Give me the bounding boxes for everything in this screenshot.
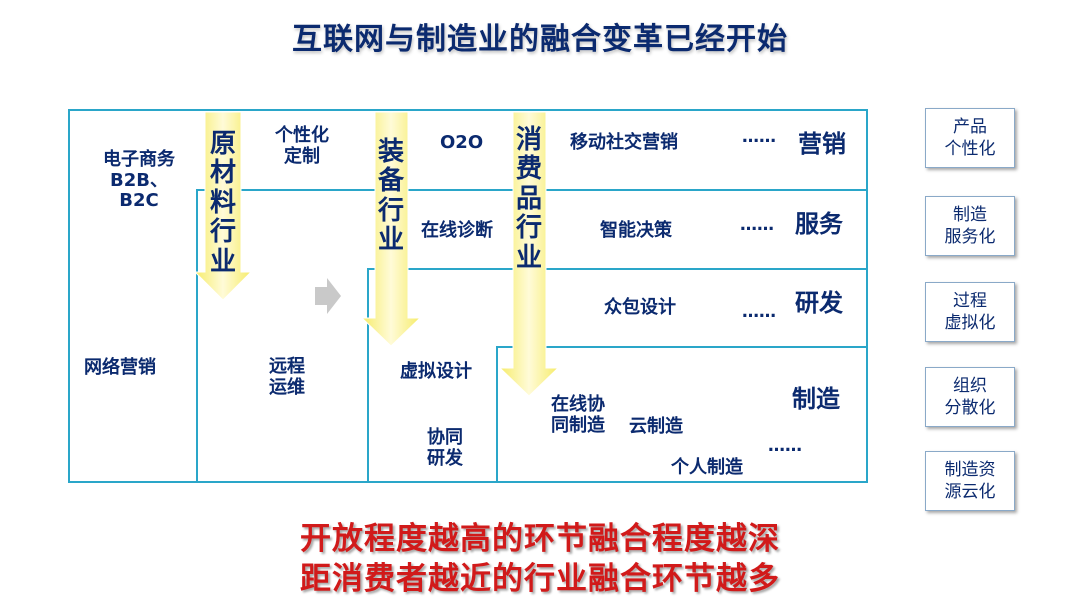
- raw-materials-region: [196, 189, 867, 482]
- page-title: 互联网与制造业的融合变革已经开始: [292, 22, 788, 57]
- network-marketing-label: 网络营销: [84, 357, 156, 378]
- grey-arrow: [315, 278, 341, 314]
- conclusion-line-2: 距消费者越近的行业融合环节越多: [300, 561, 780, 597]
- arrow-equipment: [360, 111, 422, 347]
- o2o-label: O2O: [440, 132, 484, 153]
- smart-decision-label: 智能决策: [600, 220, 672, 241]
- personal-manufacturing-label: 个人制造: [671, 457, 743, 478]
- conclusion-line-1: 开放程度越高的环节融合程度越深: [300, 521, 780, 557]
- arrow-label-consumer-goods: 消费品行业: [515, 125, 542, 273]
- ellipsis-rd: ……: [742, 302, 776, 322]
- trend-box-resource-cloudification: 制造资源云化: [925, 451, 1015, 511]
- row-label-manufacturing: 制造: [792, 385, 840, 413]
- mobile-social-marketing-label: 移动社交营销: [570, 132, 678, 153]
- personalized-customization-label: 个性化 定制: [275, 125, 329, 167]
- trend-box-process-virtualization: 过程虚拟化: [925, 282, 1015, 342]
- trend-box-manufacturing-servitization: 制造服务化: [925, 196, 1015, 256]
- row-label-marketing: 营销: [798, 130, 846, 158]
- outer-frame: [68, 109, 868, 483]
- collaborative-rd-label: 协同 研发: [427, 427, 463, 469]
- arrow-label-raw-materials: 原材料行业: [209, 129, 236, 277]
- equipment-region: [367, 268, 867, 482]
- cloud-manufacturing-label: 云制造: [629, 416, 683, 437]
- ellipsis-manufacturing: ……: [768, 436, 802, 456]
- online-collaborative-manufacturing-label: 在线协 同制造: [551, 394, 605, 436]
- remote-maintenance-label: 远程 运维: [269, 356, 305, 398]
- arrow-consumer-goods: [498, 111, 560, 397]
- row-label-service: 服务: [795, 210, 843, 238]
- trend-box-organization-decentralization: 组织分散化: [925, 367, 1015, 427]
- trend-box-product-personalization: 产品个性化: [925, 108, 1015, 168]
- crowdsourcing-design-label: 众包设计: [604, 297, 676, 318]
- online-diagnosis-label: 在线诊断: [421, 220, 493, 241]
- ecommerce-label: 电子商务 B2B、 B2C: [103, 149, 175, 212]
- ellipsis-marketing: ……: [742, 127, 776, 147]
- consumer-goods-region: [496, 346, 867, 482]
- arrow-label-equipment: 装备行业: [377, 137, 404, 256]
- ellipsis-service: ……: [740, 215, 774, 235]
- row-label-rd: 研发: [795, 289, 843, 317]
- arrow-raw-materials: [193, 111, 253, 301]
- virtual-design-label: 虚拟设计: [400, 361, 472, 382]
